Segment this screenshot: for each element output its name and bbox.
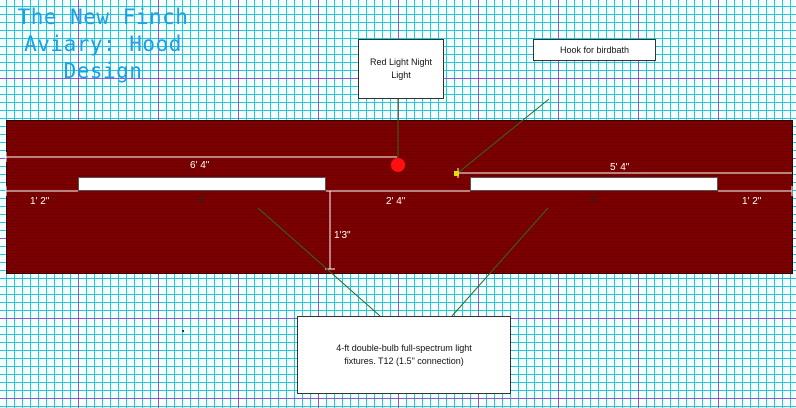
callout-fixtures: 4-ft double-bulb full-spectrum light fix…	[297, 316, 511, 394]
title-line-2: Aviary: Hood	[24, 32, 182, 56]
right-light-fixture	[470, 177, 718, 191]
left-light-fixture	[78, 177, 326, 191]
hook-marker	[454, 171, 459, 176]
callout-fixtures-line-2: fixtures. T12 (1.5" connection)	[344, 356, 464, 366]
callout-night-light: Red Light Night Light	[358, 39, 444, 99]
leader-right-fixture	[451, 207, 549, 317]
callout-fixtures-line-1: 4-ft double-bulb full-spectrum light	[336, 343, 472, 353]
stray-dot	[182, 330, 184, 332]
dimension-label-left-margin: 1' 2"	[30, 196, 50, 207]
title-line-3: Design	[63, 59, 143, 83]
leader-left-fixture	[257, 207, 381, 317]
dimension-label-night-light: 6' 4"	[190, 160, 210, 171]
right-fixture-label: 4'	[590, 194, 598, 205]
left-fixture-label: 4'	[198, 194, 206, 205]
callout-night-light-text: Red Light Night Light	[369, 57, 433, 80]
callout-hook: Hook for birdbath	[533, 39, 656, 61]
dimension-label-right-margin: 1' 2"	[742, 196, 762, 207]
dimension-label-gap: 2' 4"	[386, 196, 406, 207]
night-light-marker	[391, 158, 405, 172]
diagram-title: The New Finch Aviary: Hood Design	[8, 4, 198, 85]
dimension-label-hook: 5' 4"	[610, 162, 630, 173]
dimension-lines	[5, 152, 793, 270]
leader-lines	[257, 98, 550, 317]
hood-panel	[6, 120, 793, 274]
title-line-1: The New Finch	[17, 5, 189, 29]
callout-hook-text: Hook for birdbath	[559, 44, 630, 55]
dimension-label-drop: 1'3"	[334, 230, 351, 241]
leader-hook	[458, 98, 550, 173]
